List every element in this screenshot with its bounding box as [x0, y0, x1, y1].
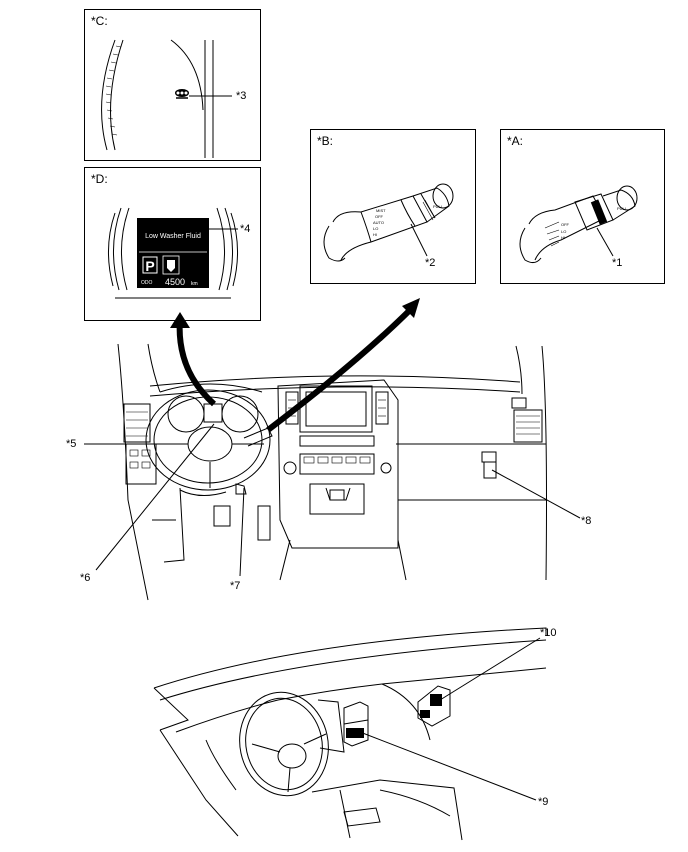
- wiper-lever-illustration-b: PULL MIST OFF AUTO LO HI: [323, 183, 454, 262]
- meter-detail-illustration: [101, 39, 221, 158]
- odo-unit: km: [191, 281, 198, 287]
- panel-d-label: *D:: [91, 172, 108, 186]
- callout-9: *9: [538, 796, 549, 808]
- panel-b: *B: PULL MIST OFF AUTO LO HI: [310, 129, 476, 284]
- lo-mark-b: LO: [373, 226, 378, 231]
- callout-1: *1: [612, 257, 623, 269]
- panel-a: *A: PULL OFF LO HI: [500, 129, 665, 284]
- callout-10: *10: [540, 627, 557, 639]
- lo-mark-a: LO: [561, 229, 566, 234]
- off-mark-a: OFF: [561, 222, 570, 227]
- panel-a-label: *A:: [507, 134, 524, 148]
- callout-8: *8: [581, 515, 592, 527]
- panel-d: *D: Low Washer Fluid P ODO 4500 km: [84, 167, 261, 321]
- panel-b-label: *B:: [317, 134, 334, 148]
- odo-label: ODO: [141, 280, 153, 286]
- callout-4: *4: [240, 223, 251, 235]
- panel-c-label: *C:: [91, 14, 108, 28]
- hi-mark-a: HI: [561, 235, 565, 240]
- off-mark-b: OFF: [375, 214, 384, 219]
- pull-mark-b: PULL: [433, 204, 444, 209]
- gear-indicator: P: [145, 258, 154, 274]
- auto-mark-b: AUTO: [373, 220, 384, 225]
- wiper-lever-illustration-a: PULL OFF LO HI: [519, 185, 638, 264]
- multi-info-display-illustration: Low Washer Fluid P ODO 4500 km: [107, 207, 239, 299]
- washer-warning-icon: [173, 88, 191, 100]
- display-message: Low Washer Fluid: [145, 233, 201, 240]
- hi-mark-b: HI: [373, 232, 377, 237]
- callout-5: *5: [66, 438, 77, 450]
- callout-6: *6: [80, 572, 91, 584]
- callout-2: *2: [425, 257, 436, 269]
- mist-mark-b: MIST: [376, 208, 386, 213]
- shift-status-icon: [162, 255, 180, 275]
- odo-value: 4500: [165, 277, 185, 287]
- callout-3: *3: [236, 90, 247, 102]
- pull-mark-a: PULL: [617, 206, 628, 211]
- callout-7: *7: [230, 580, 241, 592]
- panel-c: *C:: [84, 9, 261, 161]
